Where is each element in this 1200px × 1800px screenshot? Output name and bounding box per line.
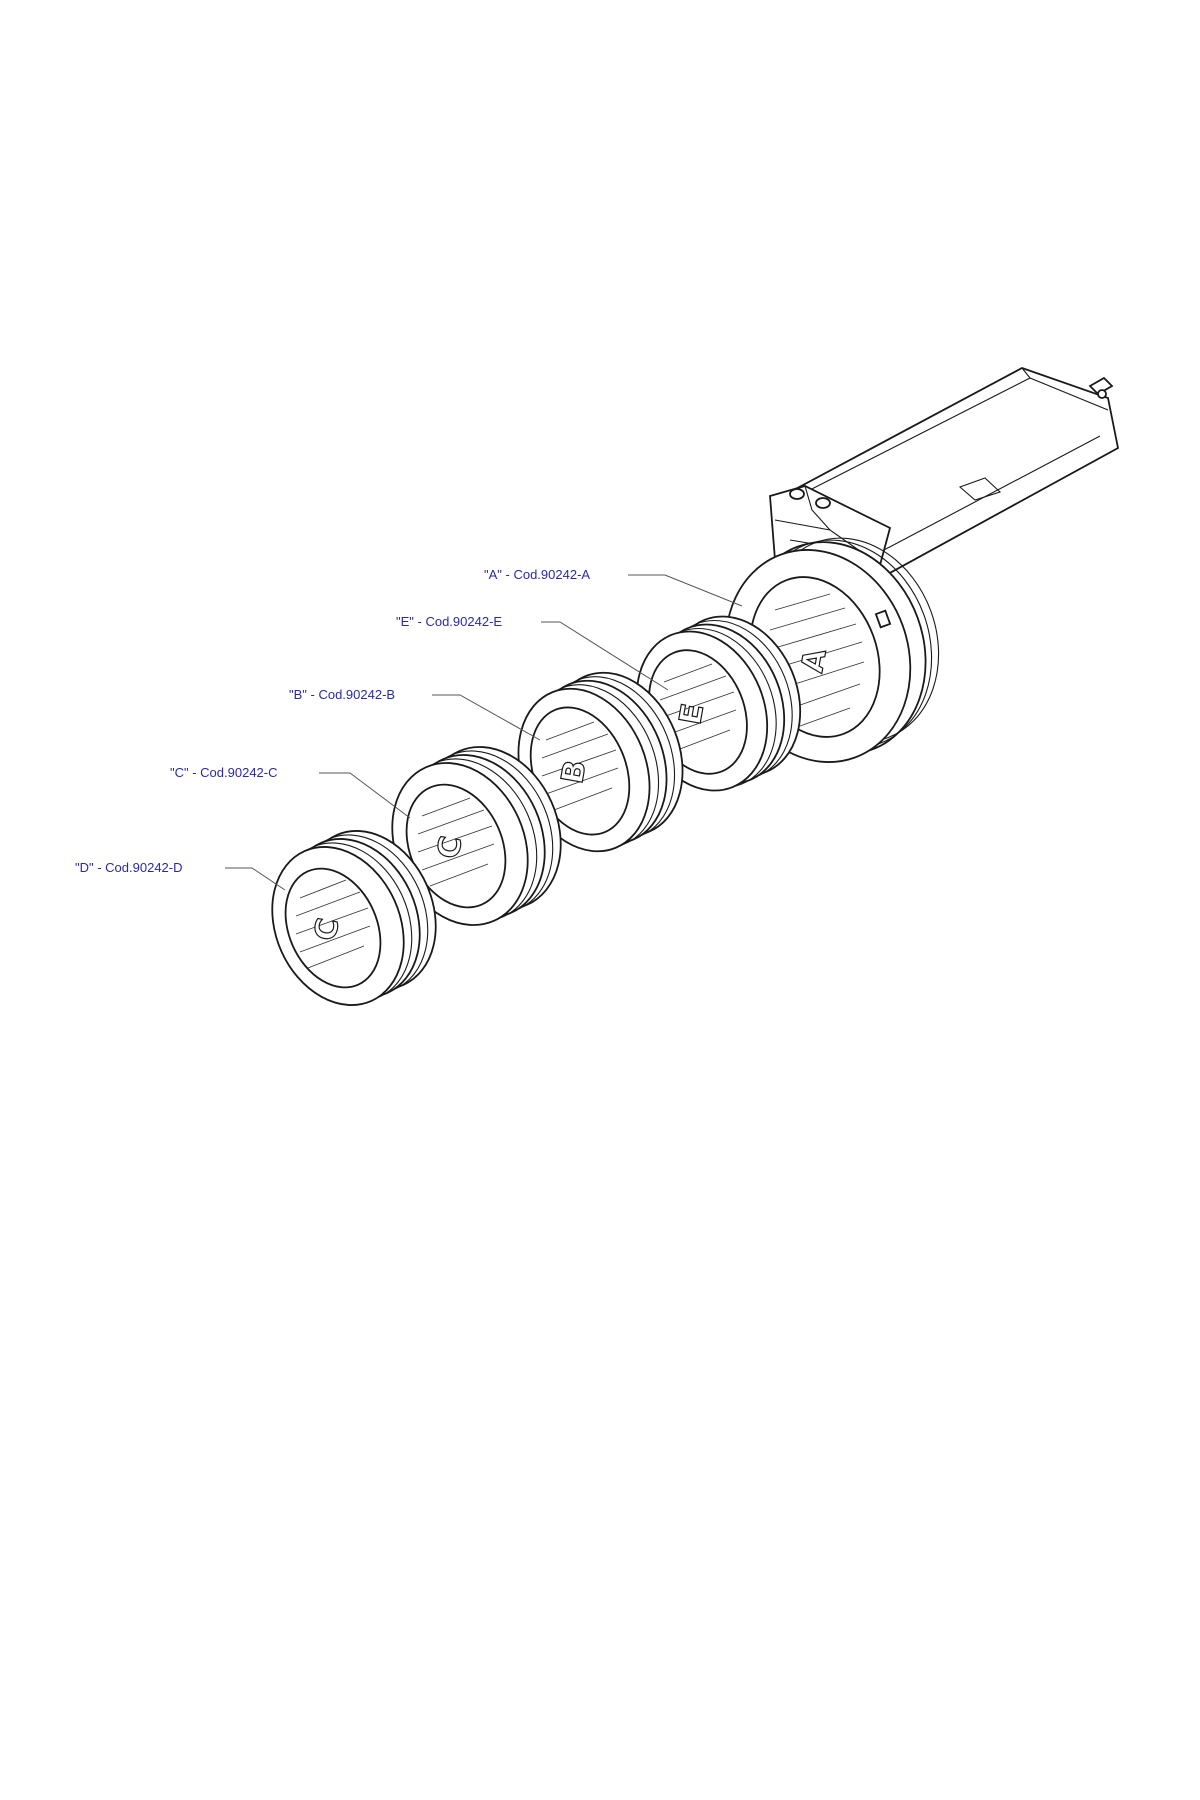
leader-d [225,867,286,891]
ring-b-hatching [541,721,619,811]
label-part-c: "C" - Cod.90242-C [170,765,278,780]
label-part-b: "B" - Cod.90242-B [289,687,395,702]
leader-lines [225,574,743,891]
label-part-e: "E" - Cod.90242-E [396,614,502,629]
ring-d-hatching [295,879,371,969]
leader-b [432,694,541,741]
label-part-a: "A" - Cod.90242-A [484,567,590,582]
ring-e-letter: E [673,701,711,727]
ring-b: B [517,671,684,853]
ring-a-letter: A [795,646,834,676]
leader-e [541,621,669,691]
ring-d: C [271,830,437,1006]
ring-e-hatching [659,663,737,753]
ring-c: C [391,746,562,926]
leader-a [628,574,743,607]
label-part-d: "D" - Cod.90242-D [75,860,183,875]
leader-c [319,772,411,819]
ring-c-hatching [417,797,495,887]
